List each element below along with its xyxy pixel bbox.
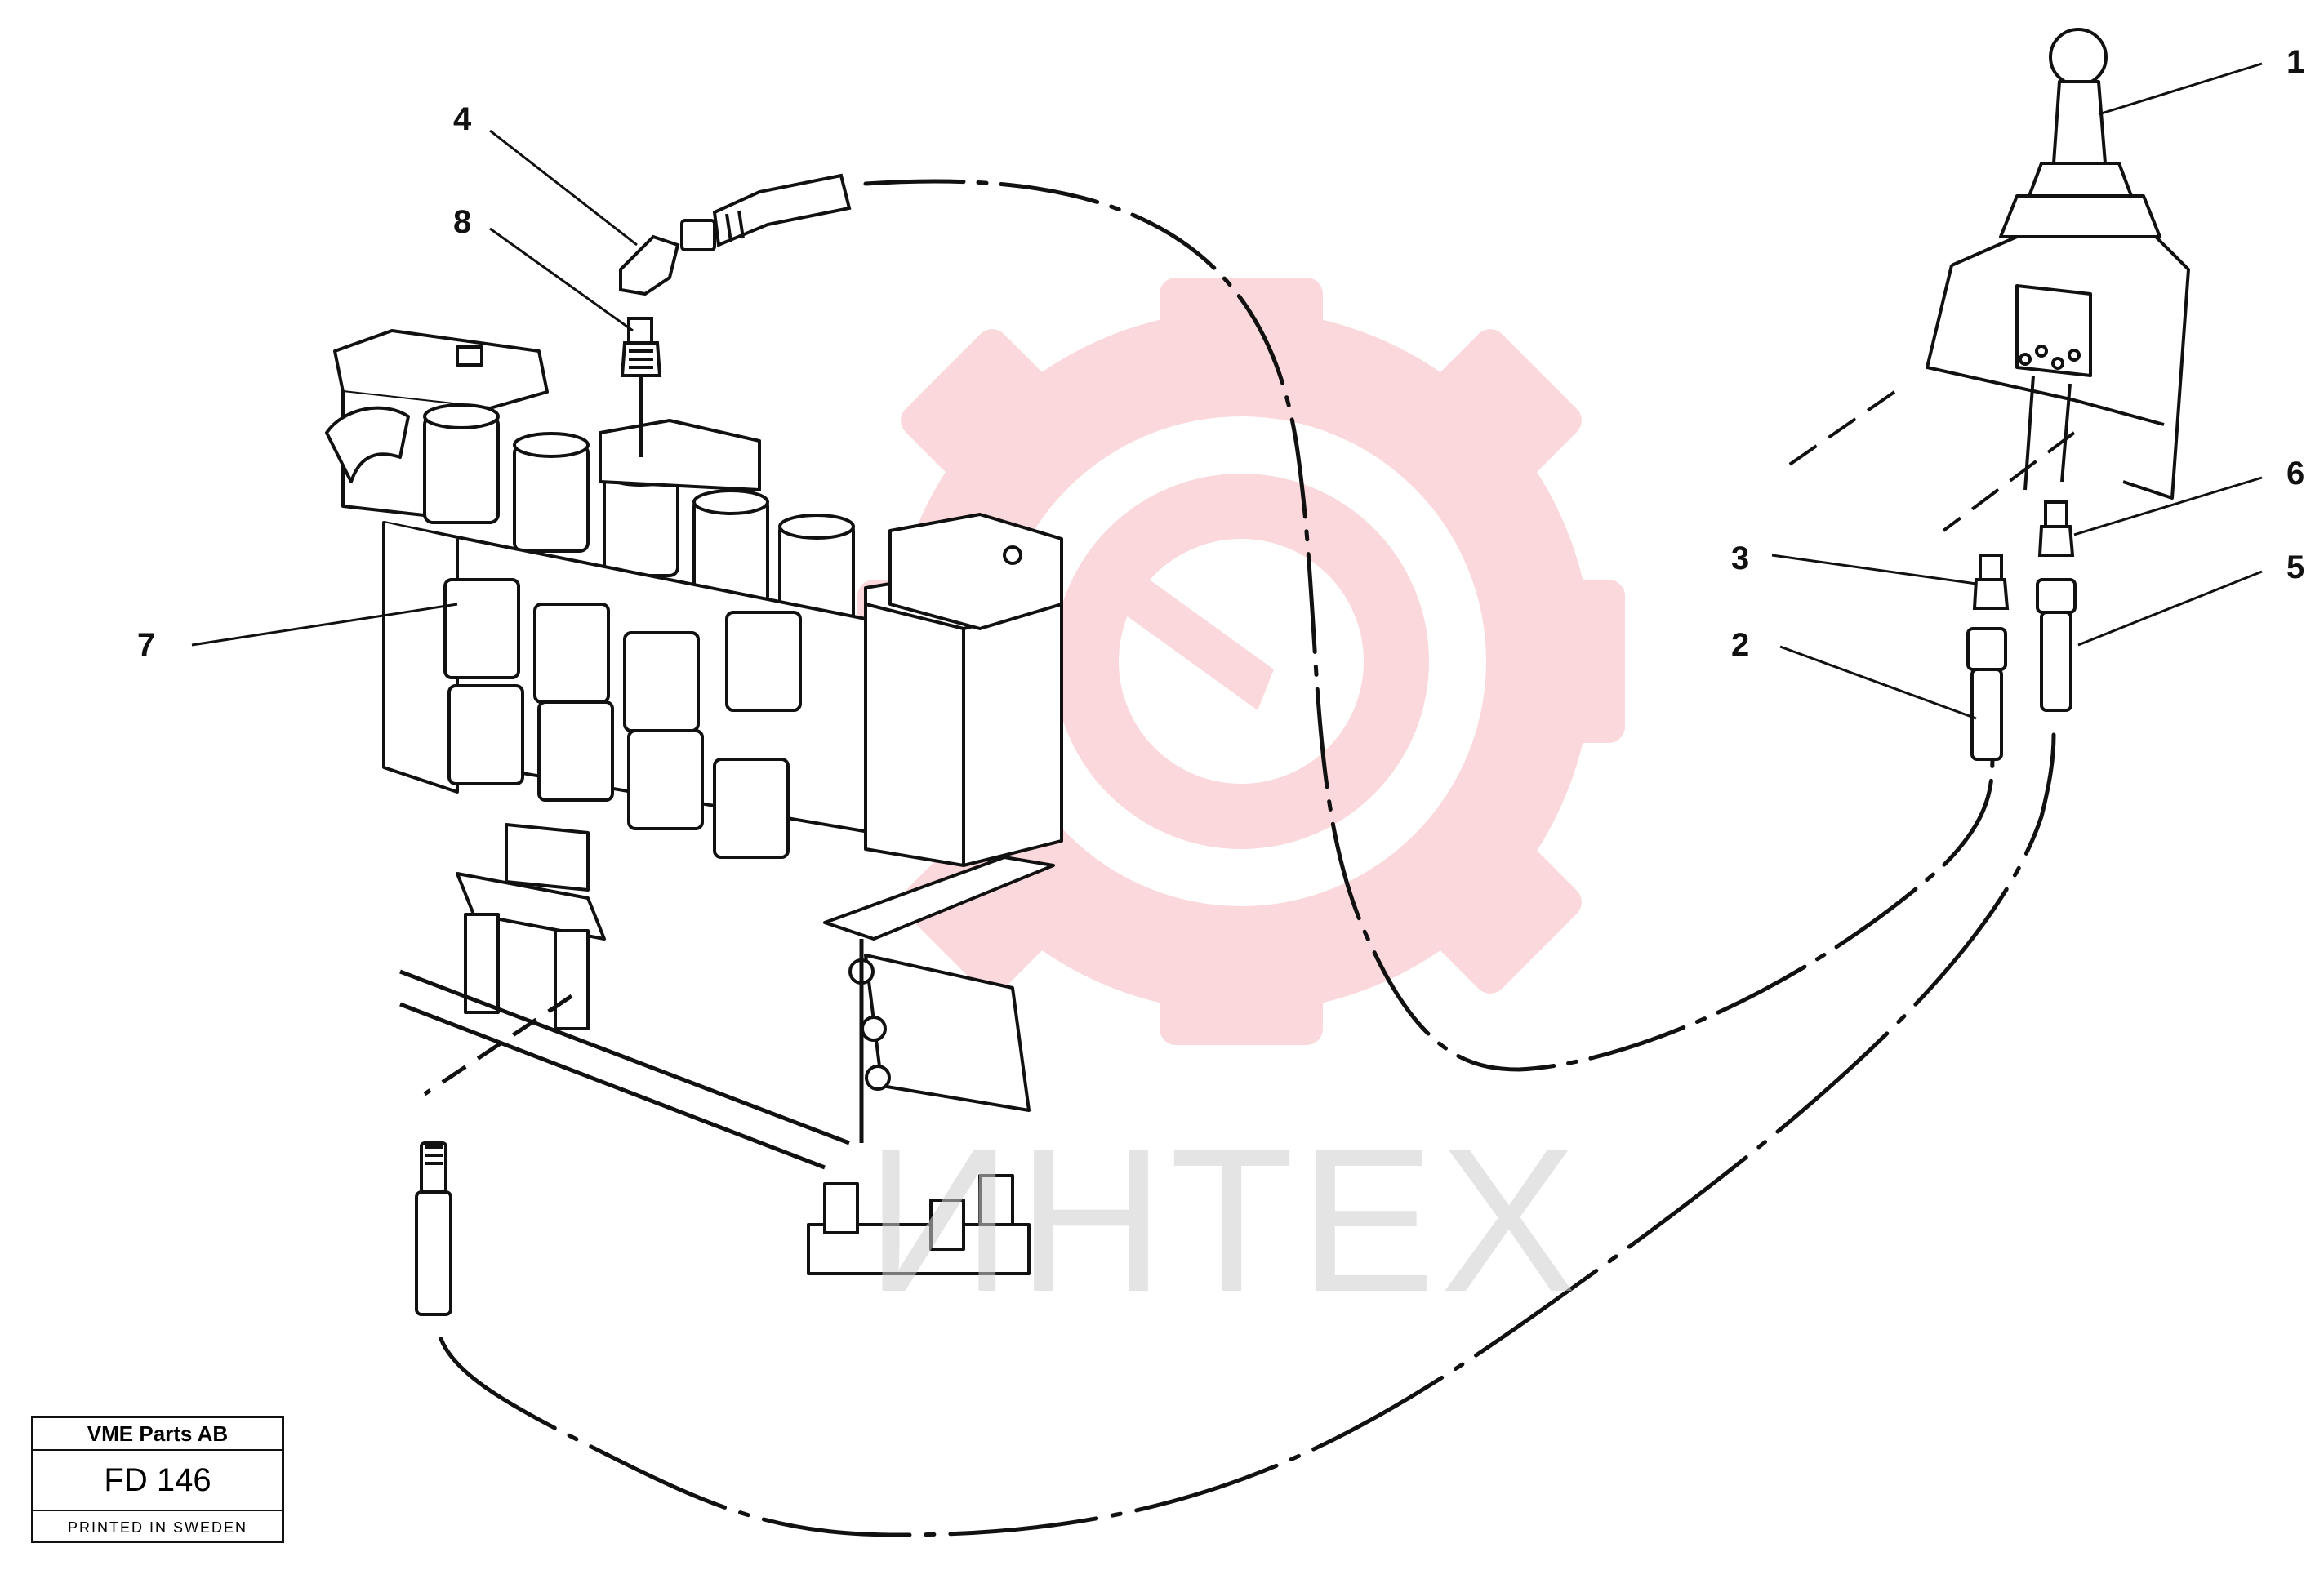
watermark-text: ИНТЕХ bbox=[866, 1106, 1582, 1334]
callout-4: 4 bbox=[453, 101, 472, 137]
valve-block-assembly bbox=[325, 329, 1063, 1275]
fitting-3 bbox=[1972, 554, 2010, 610]
fitting-4-elbow bbox=[619, 173, 852, 296]
lower-hose-fitting bbox=[415, 1141, 452, 1316]
hose-line-b bbox=[439, 732, 2056, 1537]
hose-line-a bbox=[863, 179, 1995, 1072]
callout-5: 5 bbox=[2286, 549, 2305, 585]
hose-end-2 bbox=[1966, 627, 2007, 761]
printed-note: PRINTED IN SWEDEN bbox=[67, 1519, 247, 1536]
leader-lines bbox=[191, 62, 2263, 720]
callout-8: 8 bbox=[453, 204, 472, 240]
drawing-number: FD 146 bbox=[33, 1451, 282, 1511]
fitting-8-union bbox=[620, 317, 662, 457]
callout-7: 7 bbox=[137, 627, 156, 663]
joystick-lever-icon bbox=[1787, 28, 2190, 532]
callout-1: 1 bbox=[2286, 44, 2305, 80]
callout-6: 6 bbox=[2286, 456, 2305, 491]
fitting-6 bbox=[2037, 500, 2075, 557]
callout-3: 3 bbox=[1731, 540, 1750, 576]
title-block: VME Parts AB FD 146 PRINTED IN SWEDEN bbox=[31, 1416, 284, 1543]
callout-2: 2 bbox=[1731, 627, 1750, 663]
company-name: VME Parts AB bbox=[33, 1418, 282, 1451]
hose-end-5 bbox=[2036, 578, 2077, 712]
frame-rails bbox=[399, 939, 864, 1170]
